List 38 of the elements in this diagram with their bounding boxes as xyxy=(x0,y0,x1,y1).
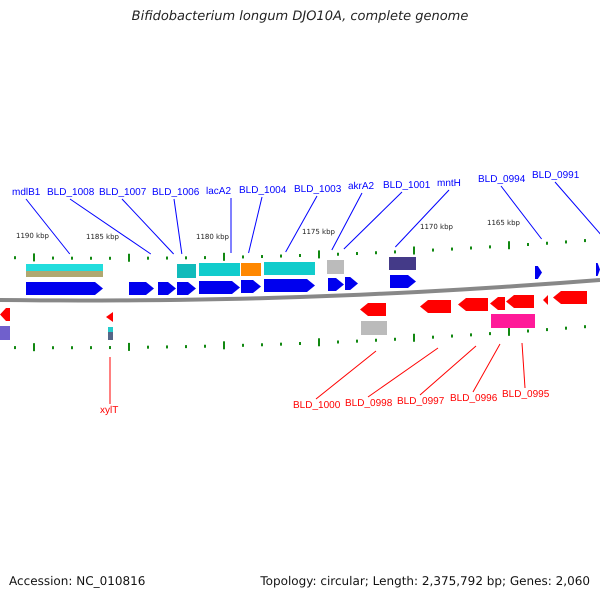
leader-line xyxy=(420,346,476,396)
leader-line xyxy=(472,344,500,392)
gene-label: mdlB1 xyxy=(12,186,40,199)
leader-line xyxy=(316,350,376,400)
leader-line xyxy=(174,198,182,254)
gene-label: BLD_0997 xyxy=(397,395,444,408)
genome-summary-text: Topology: circular; Length: 2,375,792 bp; Genes: 2,060 xyxy=(260,575,590,587)
leader-line xyxy=(122,198,174,254)
leader-line xyxy=(500,186,542,240)
leader-line xyxy=(248,196,262,254)
gene-label: BLD_0996 xyxy=(450,392,498,405)
accession-text: Accession: NC_010816 xyxy=(9,575,146,587)
gene-label: lacA2 xyxy=(206,185,232,198)
gene-label: BLD_0994 xyxy=(478,173,526,186)
gene-label: BLD_0995 xyxy=(502,388,550,401)
gene-label: BLD_1004 xyxy=(239,184,286,197)
gene-label: BLD_0991 xyxy=(532,169,580,182)
title: Bifidobacterium longum DJO10A, complete genome xyxy=(132,10,468,23)
leader-line xyxy=(343,192,402,250)
leader-line xyxy=(70,198,152,254)
gene-label: mntH xyxy=(437,177,461,190)
leader-line xyxy=(368,348,438,398)
gene-label: BLD_1006 xyxy=(152,186,200,199)
leader-line xyxy=(230,198,232,254)
leader-line xyxy=(554,182,600,236)
leader-line xyxy=(394,190,450,248)
leader-line xyxy=(26,198,70,254)
gene-label: BLD_1001 xyxy=(383,179,430,192)
gene-label: BLD_0998 xyxy=(345,397,392,410)
gene-label: xylT xyxy=(100,404,118,417)
gene-label: BLD_1003 xyxy=(294,183,342,196)
leader-line xyxy=(522,342,526,388)
gene-label: akrA2 xyxy=(348,180,374,193)
gene-label: BLD_1000 xyxy=(293,399,340,412)
gene-label: BLD_1008 xyxy=(47,186,94,199)
leader-line xyxy=(331,192,362,250)
leader-line xyxy=(285,196,318,252)
gene-label: BLD_1007 xyxy=(99,186,146,199)
